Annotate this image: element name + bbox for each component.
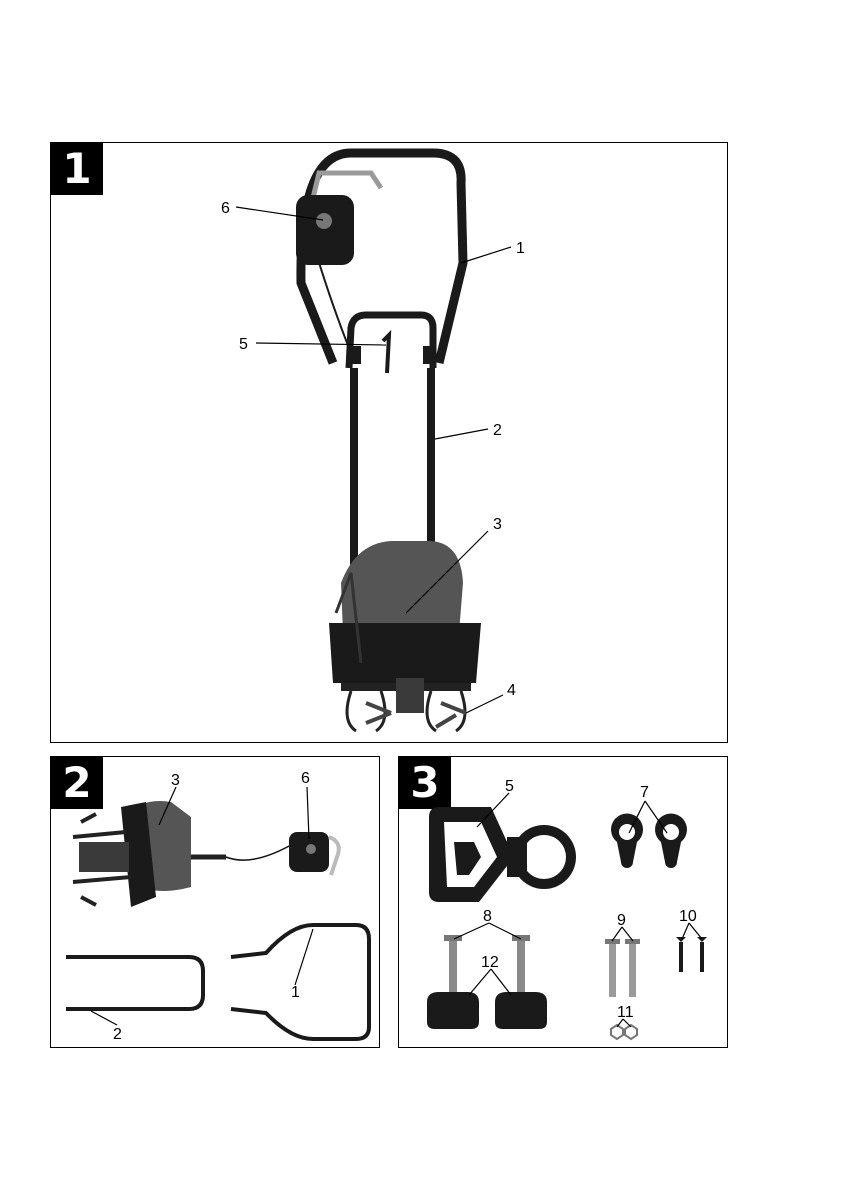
- middle-loop: [349, 315, 433, 368]
- knob: [427, 992, 479, 1029]
- small-screw: [676, 937, 686, 942]
- figure-3-label: 12: [481, 954, 499, 971]
- figure-2-panel: 2 3 6 1 2: [50, 756, 380, 1048]
- knob: [495, 992, 547, 1029]
- screw: [609, 942, 616, 997]
- nut: [611, 1025, 623, 1039]
- hardware-parts-drawing: 5 7 8 9 10 11 12: [399, 757, 729, 1049]
- figure-1-label: 5: [239, 336, 248, 353]
- motor-housing: [341, 541, 463, 633]
- figure-1-label: 4: [507, 682, 516, 699]
- lower-handle: [66, 957, 203, 1009]
- figure-3-label: 7: [640, 784, 649, 801]
- tiller-assembled-drawing: 1 2 3 4 5 6: [51, 143, 729, 744]
- figure-3-label: 8: [483, 908, 492, 925]
- nut: [625, 1025, 637, 1039]
- hook-clip: [611, 814, 643, 868]
- figure-3-panel: 3: [398, 756, 728, 1048]
- figure-1-label: 3: [493, 516, 502, 533]
- cable-hook: [313, 173, 381, 198]
- power-cable: [313, 243, 356, 563]
- upper-handle: [231, 925, 369, 1039]
- figure-1-label: 6: [221, 200, 230, 217]
- figure-1-label: 1: [516, 240, 525, 257]
- figure-2-label: 1: [291, 984, 300, 1001]
- figure-2-label: 3: [171, 772, 180, 789]
- figure-3-label: 10: [679, 908, 697, 925]
- parts-drawing: 3 6 1 2: [51, 757, 381, 1049]
- figure-1-panel: 1 1 2 3 4 5: [50, 142, 728, 743]
- switch-box: [296, 195, 354, 265]
- small-screw: [697, 937, 707, 942]
- screw: [629, 942, 636, 997]
- figure-3-label: 5: [505, 778, 514, 795]
- figure-3-label: 9: [617, 912, 626, 929]
- figure-2-label: 6: [301, 770, 310, 787]
- figure-2-label: 2: [113, 1026, 122, 1043]
- figure-1-label: 2: [493, 422, 502, 439]
- figure-3-label: 11: [617, 1004, 634, 1021]
